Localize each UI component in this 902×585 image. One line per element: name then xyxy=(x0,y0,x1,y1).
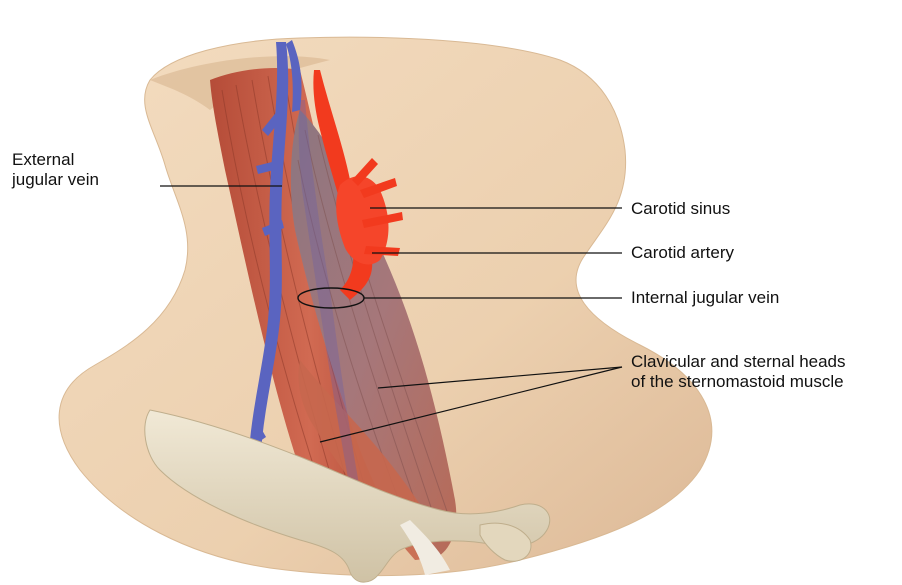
label-sternomastoid-line2: of the sternomastoid muscle xyxy=(631,372,846,392)
label-carotid-artery: Carotid artery xyxy=(631,243,734,263)
label-sternomastoid-heads: Clavicular and sternal heads of the ster… xyxy=(631,352,846,392)
label-carotid-sinus: Carotid sinus xyxy=(631,199,730,219)
label-sternomastoid-line1: Clavicular and sternal heads xyxy=(631,352,846,372)
label-internal-jugular-vein: Internal jugular vein xyxy=(631,288,779,308)
label-external-jugular-line1: External xyxy=(12,150,99,170)
label-external-jugular-line2: jugular vein xyxy=(12,170,99,190)
label-external-jugular-vein: External jugular vein xyxy=(12,150,99,190)
